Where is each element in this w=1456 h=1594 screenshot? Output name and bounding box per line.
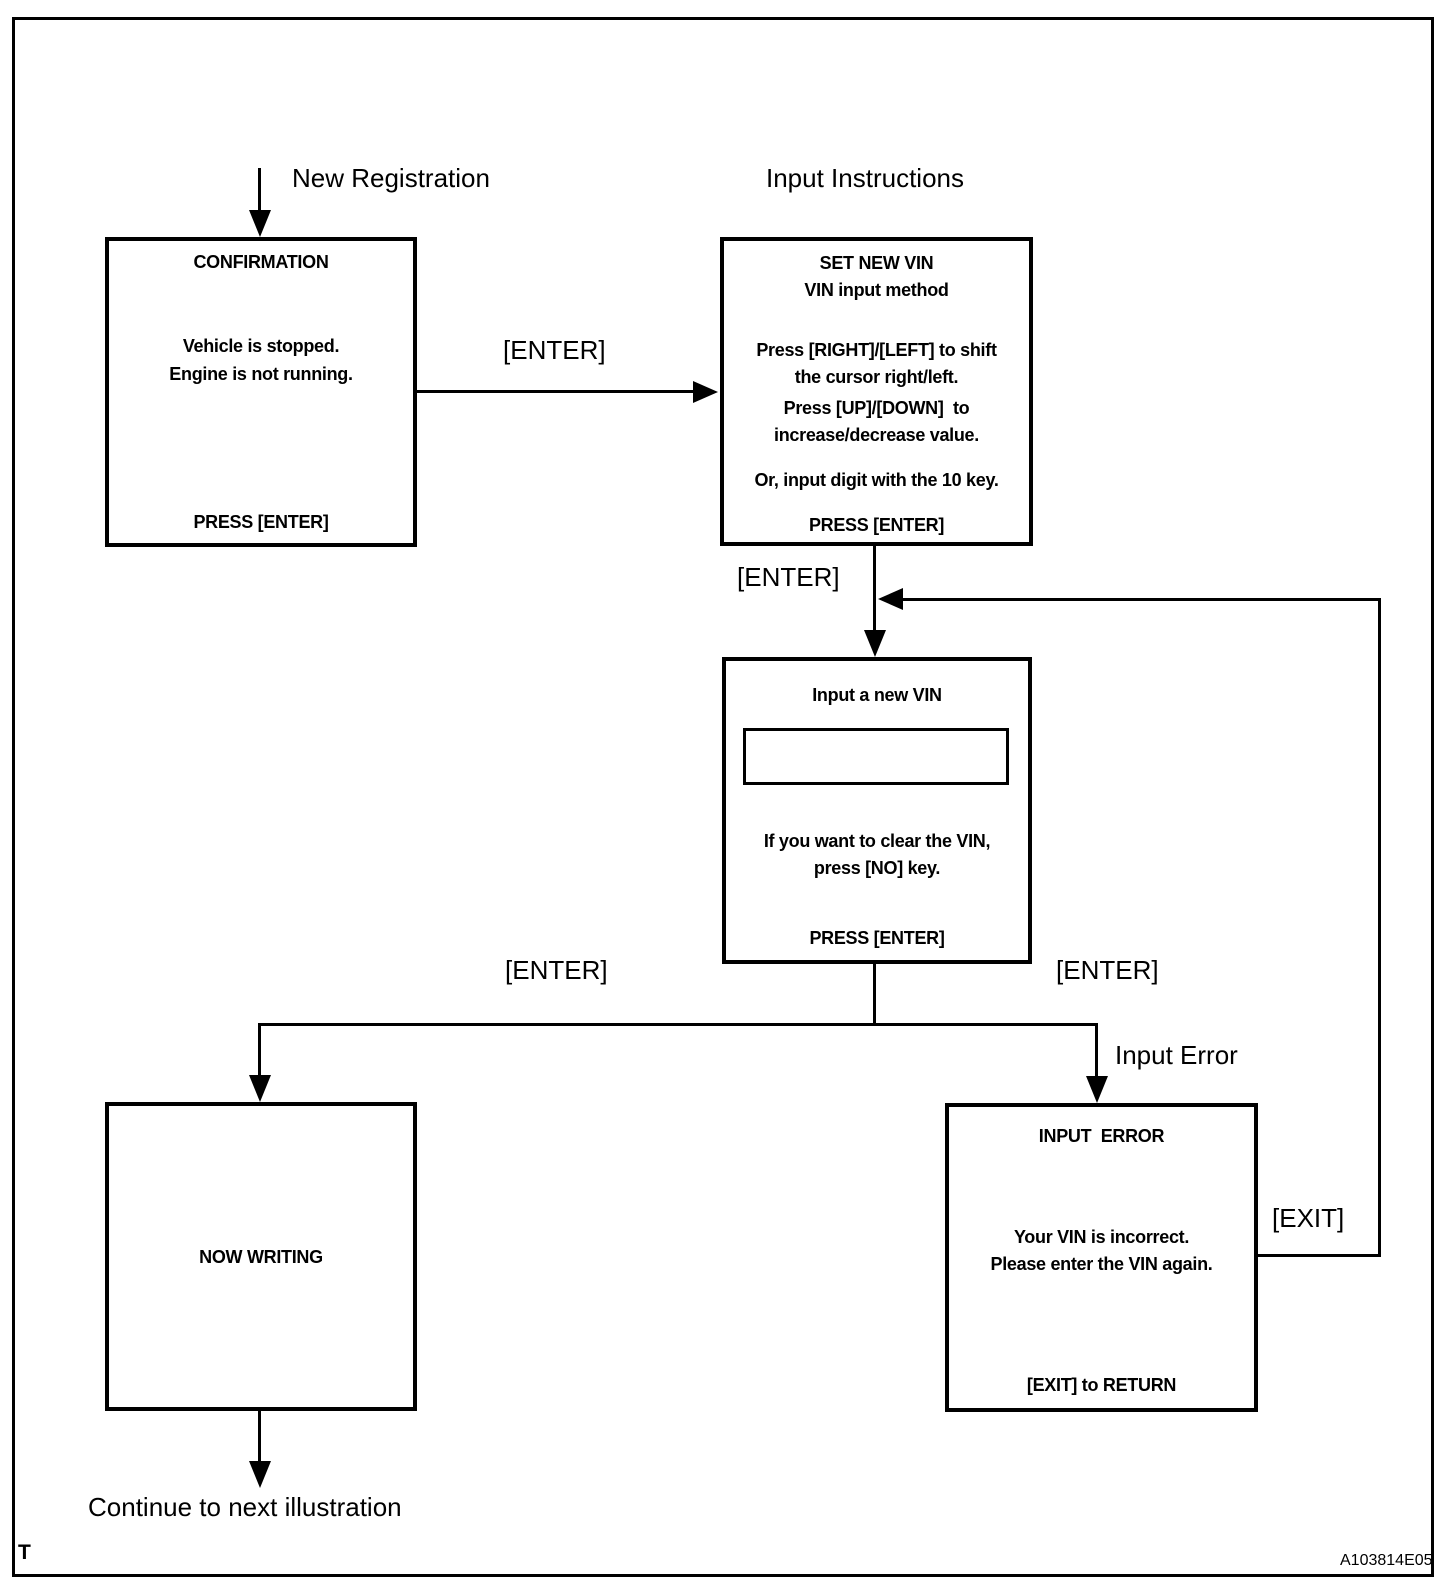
confirmation-line2: Engine is not running. [169,364,353,384]
connector-input-down [873,964,876,1026]
input-error-footer: [EXIT] to RETURN [1026,1375,1177,1395]
label-enter-1: [ENTER] [503,335,606,365]
confirmation-line1: Vehicle is stopped. [182,336,340,356]
set-new-vin-line4: increase/decrease value. [774,425,979,445]
connector-branch [258,1023,1098,1026]
confirmation-footer: PRESS [ENTER] [193,512,329,532]
set-new-vin-line2: the cursor right/left. [794,367,959,387]
arrow-down-icon [1086,1076,1108,1103]
arrow-right-icon [693,381,718,403]
connector-return-right [1378,598,1381,1257]
label-page-marker: T [18,1541,31,1564]
set-new-vin-line1: Press [RIGHT]/[LEFT] to shift [756,340,997,360]
arrow-left-icon [878,588,903,610]
connector-continue [258,1411,261,1463]
set-new-vin-line5: Or, input digit with the 10 key. [754,470,999,490]
diagram-border [12,17,1434,1577]
vin-input-field [743,728,1009,785]
input-error-line2: Please enter the VIN again. [990,1254,1213,1274]
label-enter-3: [ENTER] [505,955,608,985]
connector-branch-left [258,1023,261,1078]
connector-confirm-to-instructions [417,390,697,393]
arrow-down-icon [249,1461,271,1488]
set-new-vin-box: SET NEW VIN VIN input method Press [RIGH… [720,237,1033,546]
label-enter-2: [ENTER] [737,562,840,592]
input-new-vin-line2: press [NO] key. [813,858,941,878]
input-new-vin-title: Input a new VIN [812,685,942,705]
input-new-vin-box: Input a new VIN If you want to clear the… [722,657,1032,964]
input-new-vin-footer: PRESS [ENTER] [809,928,945,948]
arrow-down-icon [249,210,271,237]
input-error-line1: Your VIN is incorrect. [1013,1227,1190,1247]
connector-return-bottom [1258,1254,1381,1257]
set-new-vin-title1: SET NEW VIN [819,253,934,273]
label-continue-next: Continue to next illustration [88,1492,402,1522]
label-enter-4: [ENTER] [1056,955,1159,985]
set-new-vin-title2: VIN input method [804,280,949,300]
set-new-vin-line3: Press [UP]/[DOWN] to [783,398,970,418]
label-input-instructions: Input Instructions [766,163,964,193]
connector-branch-right [1095,1023,1098,1079]
arrow-down-icon [864,630,886,657]
confirmation-title: CONFIRMATION [193,252,329,272]
confirmation-box: CONFIRMATION Vehicle is stopped. Engine … [105,237,417,547]
label-input-error: Input Error [1115,1040,1238,1070]
label-figure-code: A103814E05 [1340,1552,1433,1569]
input-error-box: INPUT ERROR Your VIN is incorrect. Pleas… [945,1103,1258,1412]
input-new-vin-line1: If you want to clear the VIN, [763,831,991,851]
set-new-vin-footer: PRESS [ENTER] [808,515,945,535]
label-exit: [EXIT] [1272,1203,1345,1233]
input-error-title: INPUT ERROR [1038,1126,1165,1146]
connector-return-top [901,598,1381,601]
connector-instructions-to-input [873,546,876,632]
now-writing-box: NOW WRITING [105,1102,417,1411]
arrow-down-icon [249,1075,271,1102]
connector-entry [258,168,261,213]
label-new-registration: New Registration [292,163,490,193]
now-writing-title: NOW WRITING [199,1247,323,1267]
